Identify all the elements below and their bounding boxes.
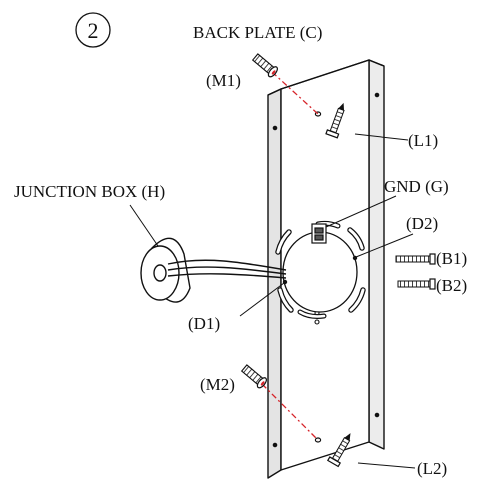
- mounting-hole-top: [314, 111, 322, 117]
- ground-screw: [311, 223, 327, 244]
- slot-inner: [348, 228, 364, 250]
- center-opening: [282, 231, 358, 313]
- screw-l1-head: [325, 129, 340, 139]
- leader-d1: [239, 282, 285, 317]
- screw-l1: [325, 102, 345, 139]
- wire: [167, 273, 287, 279]
- junction-box-hole: [153, 264, 167, 282]
- label-m1: (M1): [206, 71, 241, 90]
- back-plate-top-edge: [267, 59, 385, 96]
- flange-hole: [374, 412, 380, 418]
- label-l2: (L2): [417, 459, 447, 478]
- slot-inner: [278, 288, 293, 312]
- back-plate-flange-left: [267, 88, 282, 479]
- leader-d2: [355, 233, 414, 258]
- mounting-hole-bottom: [314, 437, 322, 443]
- label-d2: (D2): [406, 214, 438, 233]
- screw-l2-head: [326, 456, 342, 468]
- leader-junction-box: [129, 204, 159, 247]
- label-gnd: GND (G): [384, 177, 449, 196]
- wire: [167, 266, 287, 275]
- step-number-badge: 2: [75, 12, 111, 48]
- ground-screw-head: [314, 227, 324, 234]
- screw-l2-tip: [344, 433, 351, 441]
- label-d1: (D1): [188, 314, 220, 333]
- flange-hole: [272, 442, 278, 448]
- label-l1: (L1): [408, 131, 438, 150]
- label-b2: (B2): [436, 276, 467, 295]
- screw-l1-tip: [338, 102, 345, 111]
- label-b1: (B1): [436, 249, 467, 268]
- small-hole: [314, 319, 320, 325]
- ground-screw-body: [314, 234, 324, 241]
- bolt-b2: [397, 278, 436, 290]
- leader-gnd: [325, 195, 397, 228]
- screw-l2: [326, 433, 351, 468]
- bolt-b2-head: [429, 278, 436, 290]
- step-circle: [75, 12, 111, 48]
- wire: [167, 259, 287, 271]
- junction-box: [140, 237, 191, 303]
- flange-hole: [374, 92, 380, 98]
- bolt-b1: [395, 253, 436, 265]
- bolt-b1-thread: [395, 255, 433, 263]
- bolt-b2-thread: [397, 280, 433, 288]
- slot-inner: [298, 310, 326, 318]
- step-number: 2: [88, 18, 99, 43]
- slot-inner: [349, 288, 365, 312]
- guide-line-top: [271, 71, 319, 115]
- bolt-b1-head: [429, 253, 436, 265]
- label-m2: (M2): [200, 375, 235, 394]
- anchor-m1: [251, 53, 278, 78]
- leader-l1: [354, 133, 409, 141]
- leader-l2: [357, 462, 416, 469]
- slot-inner: [276, 230, 291, 254]
- back-plate-flange-right: [368, 59, 385, 450]
- flange-hole: [272, 125, 278, 131]
- anchor-m2: [240, 364, 267, 389]
- label-back-plate: BACK PLATE (C): [193, 23, 322, 42]
- anchor-m2-center: [260, 381, 265, 386]
- anchor-m1-center: [271, 70, 276, 75]
- label-junction-box: JUNCTION BOX (H): [14, 182, 165, 201]
- guide-line-bottom: [261, 383, 319, 441]
- wires: [167, 259, 287, 279]
